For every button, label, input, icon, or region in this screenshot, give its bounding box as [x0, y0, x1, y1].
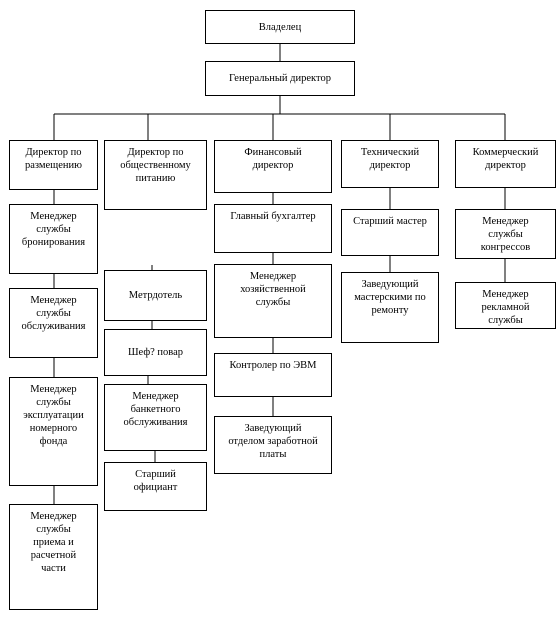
ceo-box: Генеральный директор [205, 61, 355, 96]
director-technical-box: Технический директор [341, 140, 439, 188]
maitre-d-box: Метрдотель [104, 270, 207, 321]
director-technical-label: Технический директор [360, 147, 420, 171]
director-finance-box: Финансовый директор [214, 140, 332, 193]
maitre-d-label: Метрдотель [128, 290, 183, 301]
computer-controller-box: Контролер по ЭВМ [214, 353, 332, 397]
service-manager-box: Менеджер службы обслуживания [9, 288, 98, 358]
advertising-manager-box: Менеджер рекламной службы [455, 282, 556, 329]
reservations-manager-label: Менеджер службы бронирования [21, 211, 86, 248]
senior-waiter-box: Старший официант [104, 462, 207, 511]
chief-accountant-label: Главный бухгалтер [230, 211, 316, 222]
household-manager-label: Менеджер хозяйственной службы [240, 271, 306, 308]
senior-waiter-label: Старший официант [133, 469, 178, 493]
director-accommodation-box: Директор по размещению [9, 140, 98, 190]
repair-workshops-head-box: Заведующий мастерскими по ремонту [341, 272, 439, 343]
director-accommodation-label: Директор по размещению [24, 147, 83, 171]
director-commercial-label: Коммерческий директор [472, 147, 539, 171]
payroll-head-label: Заведующий отделом заработной платы [228, 423, 318, 460]
owner-label: Владелец [258, 21, 302, 33]
director-finance-label: Финансовый директор [244, 147, 302, 171]
repair-workshops-head-label: Заведующий мастерскими по ремонту [354, 279, 426, 316]
room-operations-manager-label: Менеджер службы эксплуатации номерного ф… [23, 384, 84, 447]
banquet-manager-label: Менеджер банкетного обслуживания [123, 391, 188, 428]
director-catering-box: Директор по общественному питанию [104, 140, 207, 210]
banquet-manager-box: Менеджер банкетного обслуживания [104, 384, 207, 451]
director-catering-label: Директор по общественному питанию [120, 147, 191, 184]
senior-master-label: Старший мастер [353, 216, 427, 227]
senior-master-box: Старший мастер [341, 209, 439, 256]
reception-manager-label: Менеджер службы приема и расчетной части [30, 511, 77, 574]
service-manager-label: Менеджер службы обслуживания [21, 295, 86, 332]
computer-controller-label: Контролер по ЭВМ [229, 360, 317, 371]
chef-label: Шеф? повар [127, 347, 184, 358]
owner-box: Владелец [205, 10, 355, 44]
congress-manager-box: Менеджер службы конгрессов [455, 209, 556, 259]
reception-manager-box: Менеджер службы приема и расчетной части [9, 504, 98, 610]
congress-manager-label: Менеджер службы конгрессов [480, 216, 531, 253]
room-operations-manager-box: Менеджер службы эксплуатации номерного ф… [9, 377, 98, 486]
payroll-head-box: Заведующий отделом заработной платы [214, 416, 332, 474]
household-manager-box: Менеджер хозяйственной службы [214, 264, 332, 338]
reservations-manager-box: Менеджер службы бронирования [9, 204, 98, 274]
ceo-label: Генеральный директор [229, 73, 331, 84]
chef-box: Шеф? повар [104, 329, 207, 376]
director-commercial-box: Коммерческий директор [455, 140, 556, 188]
chief-accountant-box: Главный бухгалтер [214, 204, 332, 253]
advertising-manager-label: Менеджер рекламной службы [481, 289, 530, 326]
